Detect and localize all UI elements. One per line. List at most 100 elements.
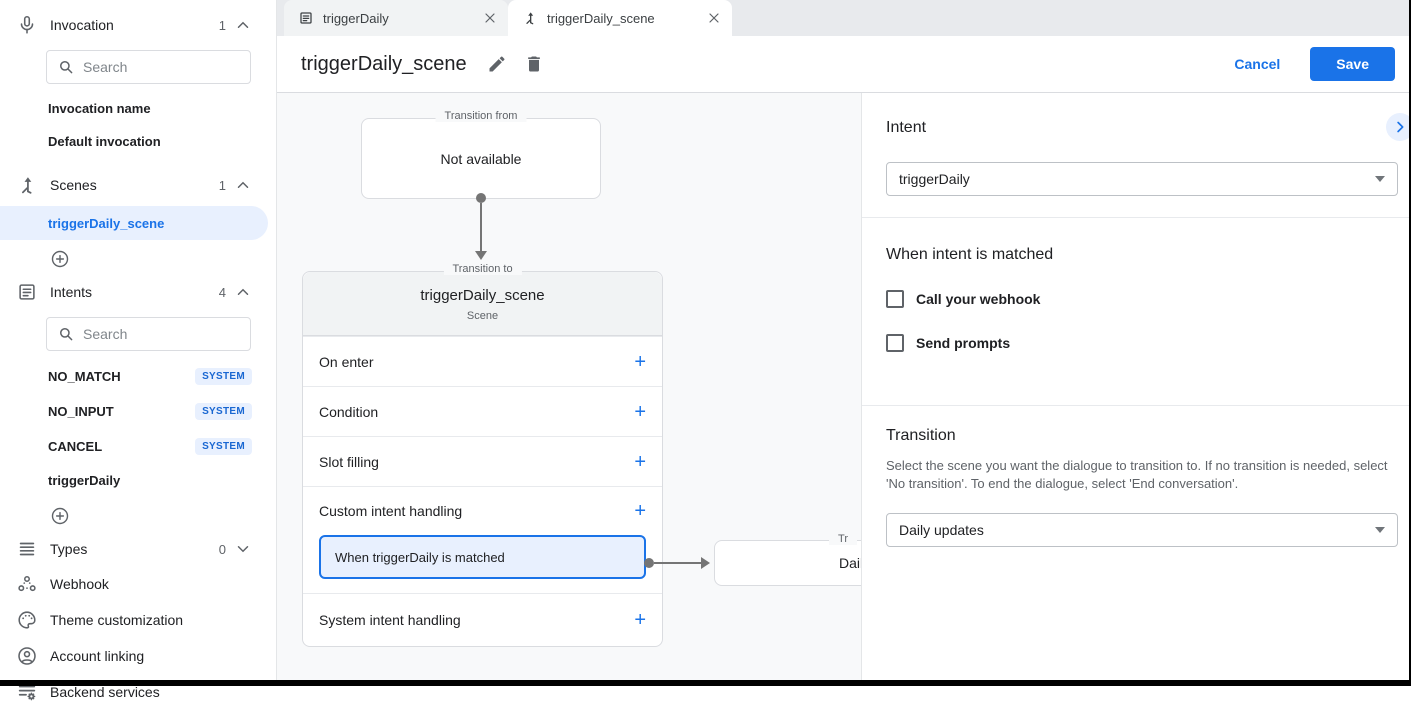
transition-target-text: Dail bbox=[839, 555, 861, 571]
sidebar-item-webhook[interactable]: Webhook bbox=[0, 566, 276, 602]
fieldset-legend: Transition from bbox=[436, 110, 527, 122]
transition-select[interactable]: Daily updates bbox=[886, 513, 1398, 547]
section-label: Invocation bbox=[50, 17, 219, 33]
scene-card-subtitle: Scene bbox=[313, 310, 652, 322]
when-matched-heading: When intent is matched bbox=[886, 246, 1053, 264]
intent-icon bbox=[16, 281, 38, 303]
checkbox-label: Send prompts bbox=[916, 335, 1010, 351]
scene-header: triggerDaily_scene Cancel Save bbox=[277, 36, 1411, 93]
scene-flow-canvas: Transition from Not available Transition… bbox=[277, 93, 861, 680]
search-input[interactable] bbox=[83, 326, 264, 342]
sidebar-item-triggerdaily-scene-selected[interactable]: triggerDaily_scene bbox=[0, 206, 268, 240]
collapse-panel-button[interactable] bbox=[1386, 113, 1411, 141]
row-label: On enter bbox=[319, 354, 373, 370]
search-input[interactable] bbox=[83, 59, 264, 75]
transition-from-box: Transition from Not available bbox=[361, 118, 601, 199]
scene-row-condition: Condition + bbox=[303, 386, 662, 436]
add-on-enter-button[interactable]: + bbox=[634, 352, 646, 372]
intent-heading: Intent bbox=[886, 119, 926, 137]
section-count: 1 bbox=[219, 18, 226, 33]
row-label: Condition bbox=[319, 404, 378, 420]
system-badge: SYSTEM bbox=[195, 368, 252, 385]
screen-edge-bottom bbox=[0, 680, 1411, 686]
close-icon[interactable] bbox=[482, 10, 498, 26]
section-label: Types bbox=[50, 541, 219, 557]
intent-handler-when-triggerdaily-matched[interactable]: When triggerDaily is matched bbox=[319, 535, 646, 579]
chevron-up-icon bbox=[234, 16, 252, 34]
sidebar-section-invocation[interactable]: Invocation 1 bbox=[0, 8, 276, 42]
intents-search[interactable] bbox=[46, 317, 251, 351]
link-label: Theme customization bbox=[50, 612, 183, 628]
section-count: 4 bbox=[219, 285, 226, 300]
sidebar-item-theme-customization[interactable]: Theme customization bbox=[0, 602, 276, 638]
sidebar: Invocation 1 Invocation name Default inv… bbox=[0, 0, 277, 680]
cancel-button[interactable]: Cancel bbox=[1234, 56, 1280, 72]
link-label: Webhook bbox=[50, 576, 109, 592]
edit-icon[interactable] bbox=[487, 54, 507, 74]
item-label: Invocation name bbox=[48, 101, 151, 116]
scene-card: Transition to triggerDaily_scene Scene O… bbox=[302, 271, 663, 647]
sidebar-item-no-match[interactable]: NO_MATCH SYSTEM bbox=[0, 359, 276, 394]
scene-row-system-intent-handling: System intent handling + bbox=[303, 593, 662, 646]
scene-card-header: triggerDaily_scene Scene bbox=[303, 272, 662, 336]
scene-row-on-enter: On enter + bbox=[303, 336, 662, 386]
row-label: System intent handling bbox=[319, 612, 461, 628]
microphone-icon bbox=[16, 14, 38, 36]
scene-icon bbox=[522, 10, 538, 26]
system-badge: SYSTEM bbox=[195, 403, 252, 420]
call-webhook-checkbox-row[interactable]: Call your webhook bbox=[886, 290, 1040, 308]
sidebar-section-intents[interactable]: Intents 4 bbox=[0, 275, 276, 309]
checkbox-unchecked[interactable] bbox=[886, 290, 904, 308]
add-system-intent-button[interactable]: + bbox=[634, 610, 646, 630]
save-button[interactable]: Save bbox=[1310, 47, 1395, 81]
arrowhead-down bbox=[475, 251, 487, 260]
tab-bar: triggerDaily triggerDaily_scene bbox=[277, 0, 1411, 36]
sidebar-item-default-invocation[interactable]: Default invocation bbox=[0, 125, 276, 158]
sidebar-item-account-linking[interactable]: Account linking bbox=[0, 638, 276, 674]
tab-triggerdaily-scene[interactable]: triggerDaily_scene bbox=[508, 0, 732, 36]
send-prompts-checkbox-row[interactable]: Send prompts bbox=[886, 334, 1010, 352]
sidebar-section-scenes[interactable]: Scenes 1 bbox=[0, 168, 276, 202]
sidebar-item-triggerdaily[interactable]: triggerDaily bbox=[0, 464, 276, 497]
page-title: triggerDaily_scene bbox=[301, 53, 467, 76]
scene-card-title: triggerDaily_scene bbox=[313, 287, 652, 304]
section-count: 0 bbox=[219, 542, 226, 557]
intent-select[interactable]: triggerDaily bbox=[886, 162, 1398, 196]
webhook-icon bbox=[16, 573, 38, 595]
search-icon bbox=[57, 58, 75, 76]
tab-triggerdaily[interactable]: triggerDaily bbox=[284, 0, 508, 36]
chevron-up-icon bbox=[234, 176, 252, 194]
sidebar-item-invocation-name[interactable]: Invocation name bbox=[0, 92, 276, 125]
add-scene-button[interactable] bbox=[50, 249, 70, 269]
transition-heading: Transition bbox=[886, 427, 956, 445]
intent-select-value: triggerDaily bbox=[899, 171, 970, 187]
section-count: 1 bbox=[219, 178, 226, 193]
add-intent-button[interactable] bbox=[50, 506, 70, 526]
sidebar-section-types[interactable]: Types 0 bbox=[0, 532, 276, 566]
chevron-down-icon bbox=[234, 540, 252, 558]
close-icon[interactable] bbox=[706, 10, 722, 26]
tab-label: triggerDaily bbox=[323, 11, 482, 26]
arrowhead-right bbox=[701, 557, 710, 569]
divider bbox=[862, 217, 1409, 218]
row-label: Slot filling bbox=[319, 454, 379, 470]
checkbox-unchecked[interactable] bbox=[886, 334, 904, 352]
item-label: NO_MATCH bbox=[48, 369, 121, 384]
checkbox-label: Call your webhook bbox=[916, 291, 1040, 307]
tab-label: triggerDaily_scene bbox=[547, 11, 706, 26]
scene-row-slot-filling: Slot filling + bbox=[303, 436, 662, 486]
add-condition-button[interactable]: + bbox=[634, 402, 646, 422]
transition-select-value: Daily updates bbox=[899, 522, 984, 538]
item-label: Default invocation bbox=[48, 134, 161, 149]
add-custom-intent-button[interactable]: + bbox=[634, 501, 646, 521]
scene-icon bbox=[16, 174, 38, 196]
intent-detail-panel: Intent triggerDaily When intent is match… bbox=[861, 93, 1409, 680]
add-slot-filling-button[interactable]: + bbox=[634, 452, 646, 472]
delete-icon[interactable] bbox=[524, 54, 544, 74]
connector-line bbox=[654, 562, 701, 564]
sidebar-item-cancel[interactable]: CANCEL SYSTEM bbox=[0, 429, 276, 464]
chevron-up-icon bbox=[234, 283, 252, 301]
sidebar-item-no-input[interactable]: NO_INPUT SYSTEM bbox=[0, 394, 276, 429]
system-badge: SYSTEM bbox=[195, 438, 252, 455]
invocation-search[interactable] bbox=[46, 50, 251, 84]
